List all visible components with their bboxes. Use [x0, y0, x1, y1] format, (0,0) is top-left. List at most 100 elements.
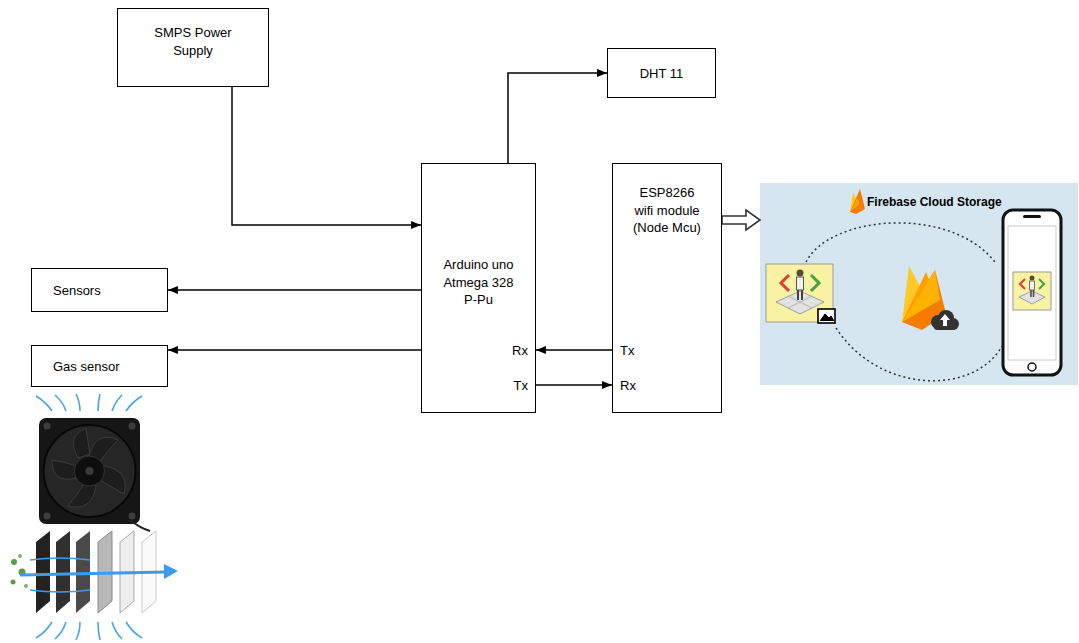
- pin-label: Tx: [514, 377, 528, 395]
- connector-arrow: [168, 349, 421, 351]
- cloud-panel-ground: [760, 183, 1078, 385]
- wifi-module-box: ESP8266 wifi module (Node Mcu) TxRx: [612, 163, 722, 413]
- phone-icon-part: [1003, 210, 1061, 375]
- airflow-waves-top-part: [36, 396, 52, 411]
- fan-illustration-part: [52, 460, 76, 479]
- airflow-waves-top: [36, 394, 142, 411]
- airflow-waves-bottom-part: [36, 622, 52, 638]
- pin-label: Rx: [620, 377, 636, 395]
- phone-icon-part: [1039, 279, 1044, 289]
- fan-illustration-part: [44, 423, 51, 430]
- app-icon-part: [788, 296, 812, 308]
- box-label: ESP8266 wifi module (Node Mcu): [629, 184, 705, 237]
- gas-sensor-box: Gas sensor: [31, 345, 168, 387]
- filter-illustration-part: [11, 580, 16, 585]
- dotted-arc: [806, 223, 995, 262]
- box-label: Gas sensor: [53, 358, 119, 376]
- pin-label: Rx: [512, 342, 528, 360]
- airflow-waves-top-part: [112, 395, 122, 411]
- phone-icon-part: [1033, 290, 1035, 297]
- phone-icon-part: [1030, 290, 1032, 297]
- small-flame-icon-part: [850, 189, 865, 214]
- airflow-waves-bottom-part: [126, 622, 142, 638]
- connector-arrow: [536, 349, 612, 351]
- microcontroller-box: Arduino uno Atmega 328 P-PuRxTx: [421, 163, 536, 413]
- connector-arrow: [508, 73, 607, 163]
- airflow-waves-bottom-part: [55, 622, 66, 639]
- phone-icon-part: [1028, 363, 1036, 371]
- app-icon: [766, 264, 835, 323]
- app-icon-part: [811, 275, 819, 291]
- fan-illustration-part: [39, 418, 140, 524]
- phone-icon-part: [1008, 226, 1056, 360]
- firebase-logo: [902, 266, 959, 330]
- fan-illustration-part: [129, 423, 136, 430]
- airflow-waves-top-part: [126, 396, 142, 411]
- box-label: SMPS Power Supply: [148, 24, 238, 59]
- cloud-upload-icon-part: [940, 314, 950, 326]
- connector-arrow: [168, 289, 421, 291]
- pin-label: Tx: [620, 342, 634, 360]
- app-icon-part: [820, 314, 834, 321]
- airflow-waves-bottom-part: [112, 622, 122, 639]
- filter-illustration-part: [36, 531, 50, 613]
- connector-arrow: [232, 87, 421, 225]
- filter-illustration-part: [30, 590, 90, 592]
- phone-icon-part: [1020, 279, 1025, 289]
- phone-icon-part: [1019, 291, 1045, 304]
- filter-illustration-part: [76, 531, 90, 613]
- box-label: DHT 11: [640, 65, 684, 83]
- app-icon-part: [818, 309, 835, 323]
- connector-arrow: [536, 384, 612, 386]
- app-icon-part: [797, 290, 799, 300]
- airflow-waves-bottom-part: [76, 622, 80, 640]
- fan-illustration: [39, 418, 150, 531]
- fan-illustration-part: [44, 425, 136, 517]
- data-flow-arrow: [722, 210, 760, 230]
- sensor-box: Sensors: [31, 268, 168, 312]
- filter-illustration-part: [24, 584, 28, 588]
- fan-illustration-part: [44, 513, 51, 520]
- airflow-waves-top-part: [76, 394, 80, 411]
- fan-illustration-part: [74, 428, 91, 458]
- fan-illustration-part: [68, 484, 96, 507]
- app-icon-part: [776, 291, 824, 314]
- firebase-logo-part: [902, 270, 940, 322]
- filter-illustration: [11, 531, 179, 613]
- dotted-arc: [836, 328, 1002, 381]
- airflow-waves-bottom-part: [98, 622, 100, 640]
- cloud-upload-icon: [931, 310, 959, 330]
- fan-illustration-part: [129, 513, 136, 520]
- panel-title: Firebase Cloud Storage: [867, 194, 1002, 210]
- phone-icon-part: [1030, 281, 1035, 290]
- app-icon-part: [797, 270, 804, 277]
- filter-illustration-part: [20, 572, 166, 575]
- small-flame-icon: [850, 189, 865, 214]
- app-icon-part: [781, 275, 789, 291]
- phone-icon-part: [1023, 215, 1041, 218]
- airflow-waves-top-part: [55, 395, 66, 411]
- app-icon-part: [788, 296, 812, 308]
- phone-icon: [1003, 210, 1061, 375]
- box-label: Sensors: [53, 282, 101, 300]
- fan-illustration-part: [75, 456, 105, 486]
- filter-illustration-part: [11, 559, 17, 565]
- cloud-panel: Firebase Cloud Storage: [760, 183, 1078, 385]
- airflow-waves-bottom: [36, 622, 142, 640]
- fan-illustration-part: [130, 520, 150, 531]
- phone-icon-part: [1030, 276, 1035, 281]
- app-icon-part: [801, 290, 803, 300]
- app-icon-part: [797, 277, 804, 290]
- filter-illustration-part: [30, 558, 90, 560]
- phone-icon-part: [1013, 272, 1051, 310]
- power-supply-box: SMPS Power Supply: [117, 8, 269, 87]
- fan-illustration-part: [86, 467, 94, 475]
- box-label: Arduino uno Atmega 328 P-Pu: [441, 256, 517, 309]
- cloud-panel-art: [760, 183, 1078, 385]
- sensor-box: DHT 11: [607, 48, 716, 98]
- airflow-waves-top-part: [98, 394, 100, 411]
- filter-illustration-part: [18, 554, 22, 558]
